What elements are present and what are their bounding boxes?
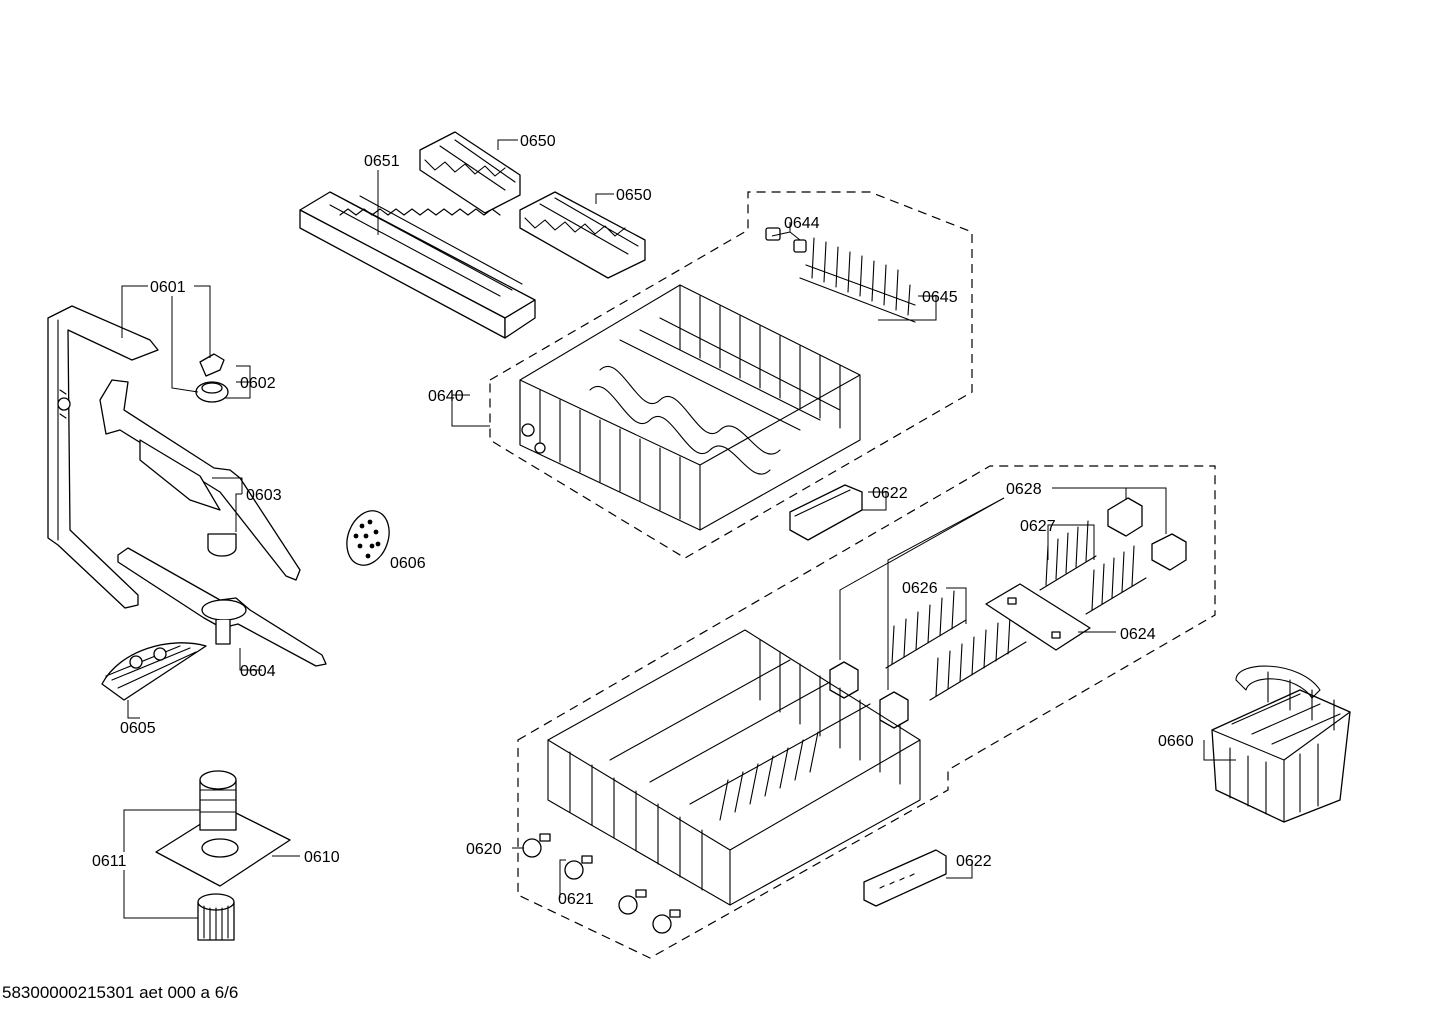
filter-disc-0606	[346, 510, 390, 566]
lower-rack-0620	[547, 629, 921, 906]
tine-rack-0627	[1039, 520, 1147, 615]
document-id: 58300000215301 aet 000 a 6/6	[2, 983, 238, 1002]
shelf-insert-0650b	[519, 191, 646, 279]
callout-0601: 0601	[150, 279, 186, 296]
callout-0606: 0606	[390, 555, 426, 572]
callout-0644: 0644	[784, 215, 820, 232]
tine-holder-0624	[985, 583, 1091, 651]
callout-0651: 0651	[364, 153, 400, 170]
callout-0645: 0645	[922, 289, 958, 306]
callout-0628: 0628	[1006, 481, 1042, 498]
callout-0605: 0605	[120, 720, 156, 737]
cutlery-basket-0660	[1211, 665, 1351, 823]
tine-row-0645	[799, 237, 916, 323]
callout-labels: 0650 0650 0651 0644 0645 0601 0602 0640 …	[92, 133, 1194, 908]
callout-0621: 0621	[558, 891, 594, 908]
supply-tube-0601	[47, 305, 159, 609]
callout-0624: 0624	[1120, 626, 1156, 643]
nozzle-0602	[195, 353, 229, 403]
callout-0602: 0602	[240, 375, 276, 392]
upper-spray-arm-0603	[99, 379, 301, 581]
lower-rack-group-outline	[517, 465, 1216, 959]
callout-0622b: 0622	[956, 853, 992, 870]
micro-filter-0611	[197, 893, 235, 941]
rack-handle-0622a	[789, 484, 863, 541]
callout-0622a: 0622	[872, 485, 908, 502]
shelf-insert-0650a	[419, 131, 521, 214]
callout-0611: 0611	[92, 853, 127, 870]
cutlery-tray-0651	[299, 191, 536, 339]
sump-filter-0610	[155, 770, 291, 887]
rack-wheels-0621	[522, 833, 681, 934]
lower-spray-arm-0604	[117, 547, 327, 667]
callout-0640: 0640	[428, 388, 464, 405]
callout-0650b: 0650	[616, 187, 652, 204]
leader-lines	[121, 139, 1236, 919]
callout-0627: 0627	[1020, 518, 1056, 535]
callout-0603: 0603	[246, 487, 282, 504]
tine-rack-0626	[885, 590, 1027, 701]
callout-0626: 0626	[902, 580, 938, 597]
fine-filter-0605	[101, 642, 207, 701]
callout-0610: 0610	[304, 849, 340, 866]
callout-0604: 0604	[240, 663, 276, 680]
upper-rack-0640	[519, 284, 861, 531]
rack-handle-0622b	[863, 849, 947, 907]
callout-0620: 0620	[466, 841, 502, 858]
callout-0660: 0660	[1158, 733, 1194, 750]
callout-0650a: 0650	[520, 133, 556, 150]
